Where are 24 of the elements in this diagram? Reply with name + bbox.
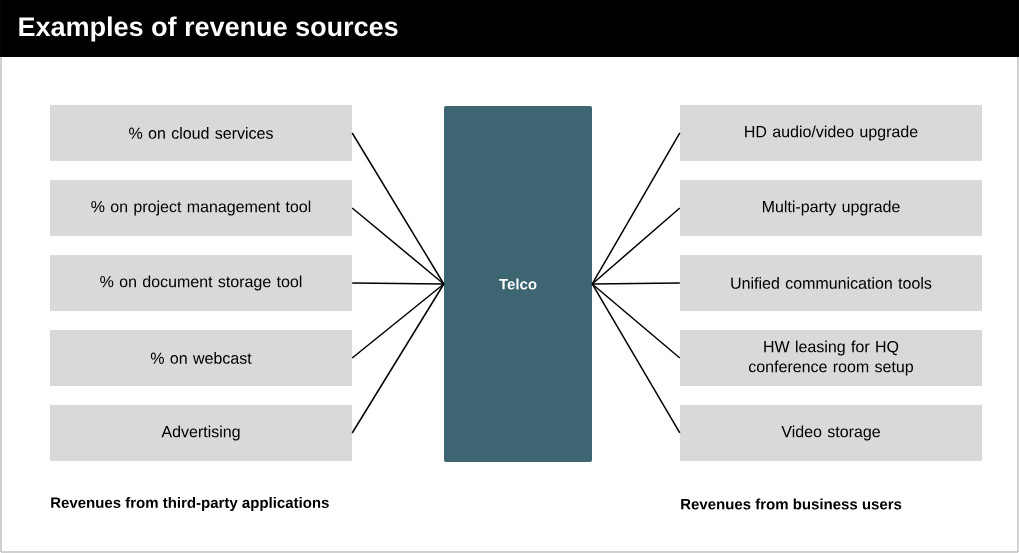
connector-line bbox=[351, 282, 445, 285]
revenue-box: Unified communication tools bbox=[680, 255, 982, 311]
connector-line bbox=[351, 207, 445, 285]
revenue-box: HD audio/video upgrade bbox=[680, 105, 982, 161]
connector-line bbox=[591, 132, 681, 285]
revenue-box: Video storage bbox=[680, 405, 982, 461]
connector-line bbox=[591, 282, 681, 285]
group-caption: Revenues from third-party applications bbox=[51, 497, 329, 511]
revenue-box: HW leasing for HQ conference room setup bbox=[680, 330, 982, 386]
connector-line bbox=[351, 283, 445, 434]
revenue-box: % on webcast bbox=[50, 330, 352, 386]
connector-line bbox=[351, 132, 445, 285]
title-bar: Examples of revenue sources bbox=[0, 0, 1019, 57]
revenue-box: % on cloud services bbox=[50, 105, 352, 161]
group-caption: Revenues from business users bbox=[681, 498, 902, 510]
revenue-box: % on project management tool bbox=[50, 180, 352, 236]
center-box: Telco bbox=[444, 106, 592, 462]
connector-line bbox=[351, 283, 445, 359]
connector-line bbox=[591, 283, 681, 359]
connector-line bbox=[591, 207, 681, 285]
connector-line bbox=[591, 283, 681, 434]
revenue-box: % on document storage tool bbox=[50, 255, 352, 311]
revenue-box: Multi-party upgrade bbox=[680, 180, 982, 236]
revenue-box: Advertising bbox=[50, 405, 352, 461]
